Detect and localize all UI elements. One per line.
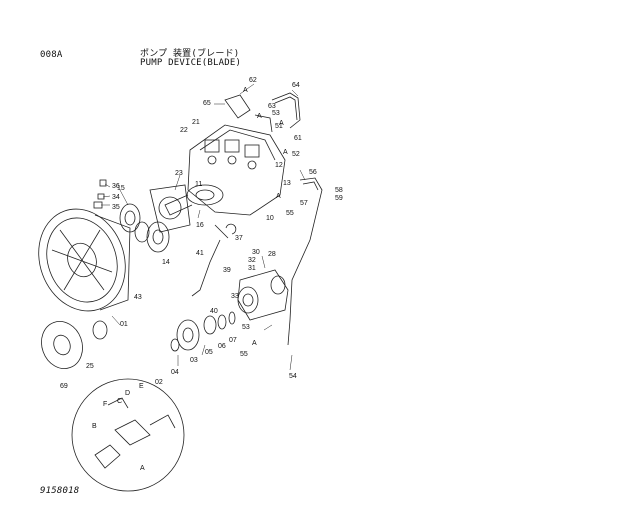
callout-22: 22 (180, 127, 188, 134)
gear-03 (176, 319, 200, 351)
callout-06: 06 (218, 343, 226, 350)
callout-32: 32 (248, 257, 256, 264)
spacer-04 (170, 338, 180, 352)
fitting-35 (93, 201, 103, 209)
callout-43: 43 (134, 294, 142, 301)
callout-a6: A (252, 340, 257, 347)
callout-07: 07 (229, 337, 237, 344)
pump-housing (164, 94, 286, 216)
callout-10: 10 (266, 215, 274, 222)
callout-05: 05 (205, 349, 213, 356)
pipe-64 (271, 92, 301, 129)
callout-69: 69 (60, 383, 68, 390)
callout-37: 37 (235, 235, 243, 242)
callout-62: 62 (249, 77, 257, 84)
callout-39: 39 (223, 267, 231, 274)
callout-16: 16 (196, 222, 204, 229)
callout-57: 57 (300, 200, 308, 207)
callout-11: 11 (195, 181, 202, 188)
callout-31: 31 (248, 265, 256, 272)
callout-65: 65 (203, 100, 211, 107)
callout-25: 25 (86, 363, 94, 370)
callout-a3: A (279, 120, 284, 127)
ring-07 (228, 311, 236, 325)
callout-55b: 55 (240, 351, 248, 358)
callout-59: 59 (335, 195, 343, 202)
gear-pump-28 (237, 269, 289, 321)
callout-01: 01 (120, 321, 128, 328)
gear-14 (146, 221, 170, 253)
callout-03: 03 (190, 357, 198, 364)
callout-a4: A (283, 149, 288, 156)
callout-c: C (117, 398, 122, 405)
callout-61: 61 (294, 135, 302, 142)
callout-58: 58 (335, 187, 343, 194)
fitting-34 (97, 193, 105, 200)
callout-a1: A (243, 87, 248, 94)
callout-54: 54 (289, 373, 297, 380)
callout-34: 34 (112, 194, 120, 201)
gasket-23 (149, 184, 191, 233)
callout-labels: 64 62 A 63 65 A 53 A 51 61 21 22 52 A 12… (60, 77, 343, 472)
callout-63: 63 (268, 103, 276, 110)
callout-21: 21 (192, 119, 200, 126)
callout-15a: 15 (117, 185, 125, 192)
callout-33: 33 (231, 293, 239, 300)
detail-circle (71, 378, 185, 492)
callout-b: B (92, 423, 97, 430)
pipe-56 (287, 177, 323, 346)
ring-06 (217, 314, 227, 330)
callout-02: 02 (155, 379, 163, 386)
callout-13: 13 (283, 180, 291, 187)
callout-d: D (125, 390, 130, 397)
callout-a7: A (140, 465, 145, 472)
callout-52: 52 (292, 151, 300, 158)
callout-35: 35 (112, 204, 120, 211)
gear-16 (134, 221, 150, 243)
callout-51: 51 (275, 123, 283, 130)
diagram-title-japanese: ポンプ 装置(ブレード) (140, 49, 240, 59)
callout-e: E (139, 383, 144, 390)
callout-64: 64 (292, 82, 300, 89)
callout-a2: A (257, 113, 262, 120)
callout-14: 14 (162, 259, 170, 266)
fitting-36 (99, 179, 107, 187)
flywheel-housing-01 (38, 208, 131, 312)
callout-40: 40 (210, 308, 218, 315)
dipstick-37 (191, 223, 237, 297)
callout-a5: A (276, 193, 281, 200)
callout-23: 23 (175, 170, 183, 177)
diagram-title-english: PUMP DEVICE(BLADE) (140, 58, 242, 68)
gear-15 (119, 203, 141, 233)
drawing-number: 9158018 (40, 486, 80, 496)
callout-55: 55 (286, 210, 294, 217)
callout-53b: 53 (242, 324, 250, 331)
callout-53: 53 (272, 110, 280, 117)
leader-lines (101, 83, 306, 371)
callout-36: 36 (112, 183, 120, 190)
sheet-code: 008A (40, 50, 63, 60)
callout-04: 04 (171, 369, 179, 376)
callout-28: 28 (268, 251, 276, 258)
callout-12: 12 (275, 162, 283, 169)
coupling-69 (41, 321, 83, 369)
callout-30: 30 (252, 249, 260, 256)
ring-25 (92, 320, 108, 340)
callout-56: 56 (309, 169, 317, 176)
bearing-05 (203, 315, 217, 335)
callout-41: 41 (196, 250, 204, 257)
callout-f: F (103, 401, 107, 408)
